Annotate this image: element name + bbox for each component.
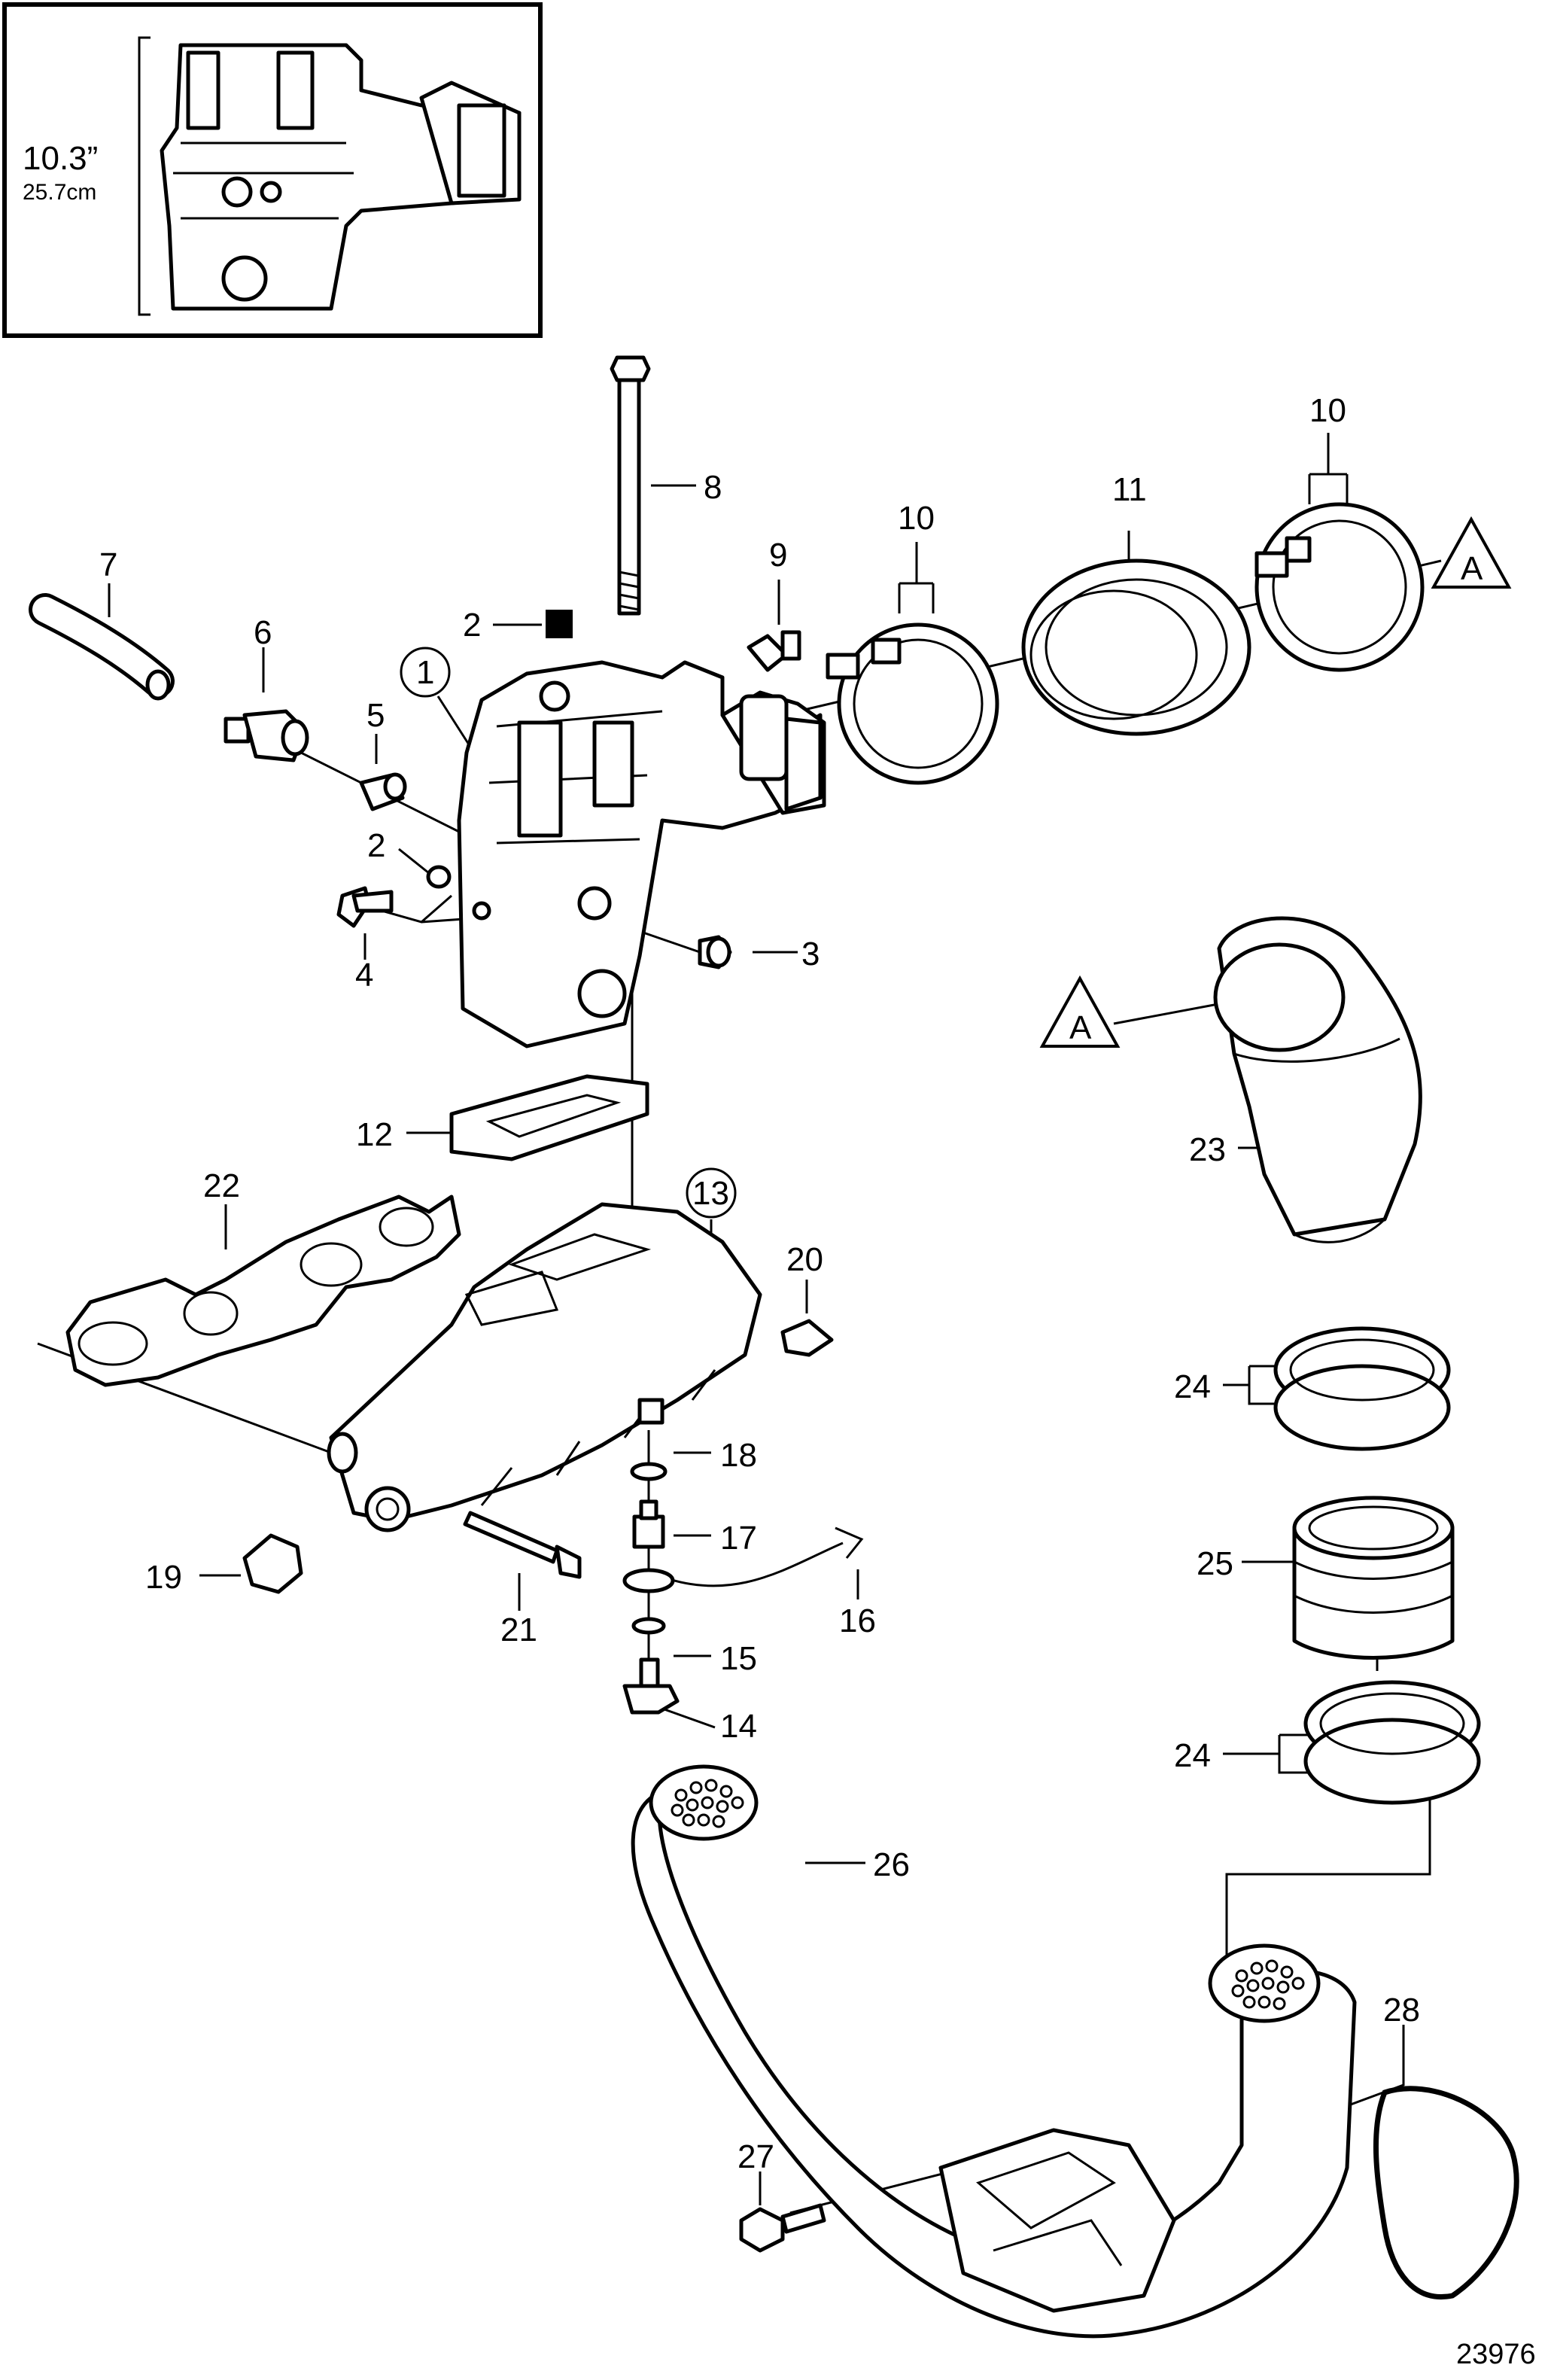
callout-1-circle xyxy=(400,647,451,698)
callout-24-top: 24 xyxy=(1174,1368,1211,1405)
inset-height-inches: 10.3” xyxy=(23,140,98,177)
part-13-exhaust-manifold xyxy=(327,1202,762,1532)
part-3-plug xyxy=(698,935,732,969)
callout-4: 4 xyxy=(355,957,373,994)
callout-17: 17 xyxy=(720,1520,757,1557)
part-8-bolt xyxy=(610,355,651,616)
callout-8: 8 xyxy=(704,469,722,506)
part-4-elbow xyxy=(336,886,394,928)
callout-13: 13 xyxy=(692,1175,729,1212)
part-7-hose xyxy=(29,593,175,701)
ref-triangle-a-top: A xyxy=(1431,516,1512,589)
inset-riser-dimension: 10.3” 25.7cm xyxy=(2,2,543,338)
callout-2-top: 2 xyxy=(463,607,481,644)
callout-12: 12 xyxy=(356,1116,393,1153)
callout-labels: 1 2 2 3 4 5 6 7 8 9 10 11 10 12 13 14 15… xyxy=(99,392,1420,2175)
part-26-exhaust-pipe xyxy=(631,1764,1357,2339)
part-12-gasket xyxy=(449,1074,649,1161)
callout-28: 28 xyxy=(1383,1992,1420,2028)
part-10-clamp-left xyxy=(826,622,999,785)
callout-18: 18 xyxy=(720,1437,757,1474)
part-18-o-ring xyxy=(630,1462,668,1481)
part-2-plug-top xyxy=(546,610,573,638)
callout-21: 21 xyxy=(500,1612,537,1648)
callout-10-right: 10 xyxy=(1309,392,1346,429)
part-2-plug-mid xyxy=(426,865,452,889)
callout-14: 14 xyxy=(720,1708,757,1745)
part-27-bolt xyxy=(739,2203,826,2253)
callout-6: 6 xyxy=(254,614,272,651)
callout-25: 25 xyxy=(1197,1545,1233,1582)
callout-26: 26 xyxy=(873,1846,910,1883)
svg-text:A: A xyxy=(1461,550,1483,587)
pipe-holes-left xyxy=(671,1779,744,1828)
part-1-riser xyxy=(457,660,826,1048)
callout-15: 15 xyxy=(720,1640,757,1677)
callout-24-bottom: 24 xyxy=(1174,1737,1211,1774)
callout-19: 19 xyxy=(145,1559,182,1596)
callout-22: 22 xyxy=(203,1167,240,1204)
svg-text:A: A xyxy=(1069,1009,1092,1046)
part-22-gasket xyxy=(65,1195,461,1387)
part-17-sender xyxy=(632,1499,665,1549)
part-24-clamp-top xyxy=(1273,1326,1451,1451)
part-14-drain-plug xyxy=(622,1657,680,1715)
part-19-elbow xyxy=(242,1533,303,1594)
callout-27: 27 xyxy=(737,2138,774,2175)
callout-20: 20 xyxy=(786,1241,823,1278)
part-20-plug xyxy=(780,1319,834,1357)
part-24-clamp-bottom xyxy=(1303,1680,1481,1805)
callout-5: 5 xyxy=(366,697,385,734)
callout-13-circle xyxy=(686,1167,737,1219)
part-15-washers xyxy=(622,1568,675,1635)
callout-7: 7 xyxy=(99,546,117,583)
part-16-wire xyxy=(661,1526,864,1587)
callout-1: 1 xyxy=(416,654,434,691)
part-25-coupling xyxy=(1292,1496,1455,1660)
part-11-coupling xyxy=(1021,558,1251,736)
part-9-sensor xyxy=(747,630,801,672)
inset-height-cm: 25.7cm xyxy=(23,180,96,205)
catalog-number: 23976 xyxy=(1456,2339,1536,2370)
callout-3: 3 xyxy=(801,936,820,972)
part-21-bolt xyxy=(463,1511,582,1579)
part-28-gasket xyxy=(1373,2086,1519,2299)
part-23-exhaust-elbow xyxy=(1213,916,1422,1243)
callout-10-left: 10 xyxy=(898,500,935,537)
part-10-clamp-right xyxy=(1254,502,1425,672)
callout-23: 23 xyxy=(1189,1131,1226,1168)
pipe-holes-right xyxy=(1231,1959,1305,2010)
callout-9: 9 xyxy=(769,537,787,574)
callout-2-mid: 2 xyxy=(367,827,385,864)
ref-triangle-a-bottom: A xyxy=(1039,975,1121,1048)
callout-11: 11 xyxy=(1112,471,1147,508)
part-5-sleeve xyxy=(359,772,407,811)
callout-16: 16 xyxy=(839,1602,876,1639)
part-6-fitting xyxy=(224,709,309,762)
